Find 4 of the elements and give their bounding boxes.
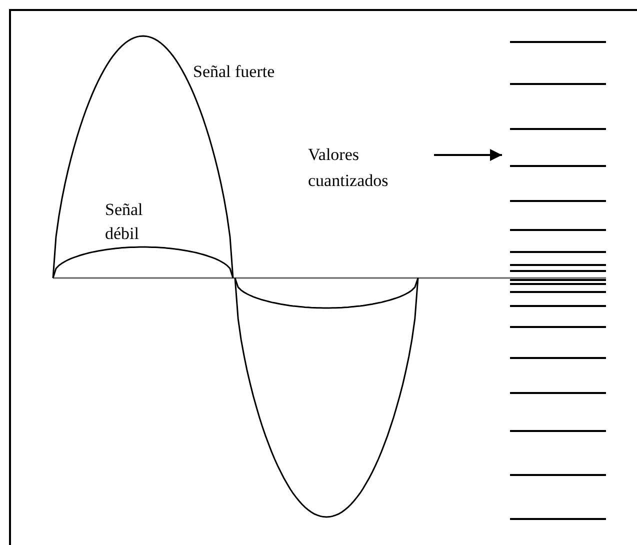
annotation-text: Valores cuantizados (308, 144, 390, 192)
signal-label: Señal débil (105, 199, 144, 245)
signal-label: Señal fuerte (193, 61, 276, 83)
arrow (434, 149, 502, 161)
